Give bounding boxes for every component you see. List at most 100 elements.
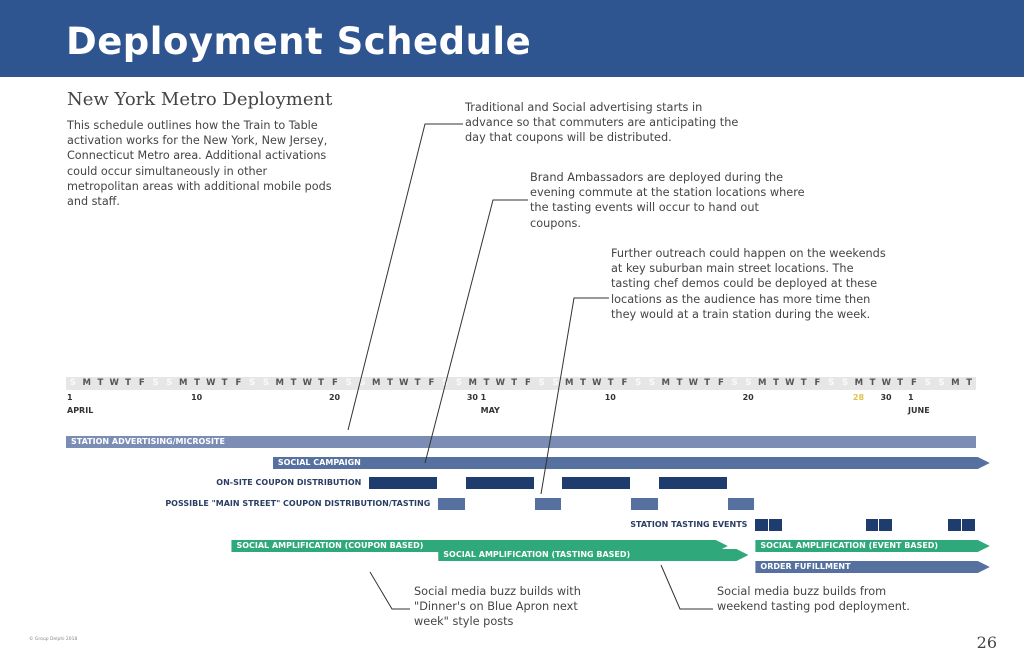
- day-number-label: 20: [328, 393, 341, 402]
- day-letter: S: [731, 378, 738, 388]
- day-letter: M: [565, 378, 574, 388]
- day-letter: W: [881, 378, 892, 388]
- day-letter: S: [538, 378, 545, 388]
- gantt-bar: SOCIAL AMPLIFICATION (EVENT BASED): [755, 540, 989, 552]
- note-advertising: Traditional and Social advertising start…: [465, 101, 739, 145]
- day-letter: T: [704, 378, 711, 388]
- day-letter: S: [841, 378, 849, 388]
- day-letter: M: [661, 378, 670, 388]
- gantt-bar: [769, 519, 782, 531]
- day-letter: S: [442, 378, 449, 388]
- day-letter: W: [206, 378, 216, 388]
- header-banner: [0, 0, 1024, 77]
- day-letter: T: [414, 378, 421, 388]
- day-number-label: 10: [604, 393, 616, 402]
- gantt-bar: [962, 519, 975, 531]
- day-number-label: 1: [480, 393, 487, 402]
- leader-line-ambassadors: [424, 199, 528, 464]
- gantt-bar: SOCIAL AMPLIFICATION (TASTING BASED): [438, 549, 748, 561]
- day-letter: S: [745, 378, 752, 388]
- day-letter: M: [82, 378, 91, 388]
- gantt-bar: [369, 477, 438, 489]
- day-letter: M: [758, 378, 767, 388]
- gantt-bar: [562, 477, 631, 489]
- gantt-bar: [465, 477, 534, 489]
- day-letter: W: [592, 378, 602, 388]
- month-label: MAY: [480, 406, 500, 415]
- day-letter: F: [428, 378, 435, 388]
- gantt-bar: [534, 498, 562, 510]
- day-letter: F: [814, 378, 821, 388]
- gantt-bar: ORDER FUFILLMENT: [755, 561, 989, 573]
- day-letter: F: [138, 378, 145, 388]
- day-letter: T: [511, 378, 517, 388]
- day-letter: T: [676, 378, 683, 388]
- day-number-label: 28: [852, 393, 865, 402]
- day-letter: T: [221, 378, 228, 388]
- day-letter: M: [468, 378, 477, 388]
- day-letter: T: [318, 378, 324, 388]
- day-number-label: 20: [742, 393, 754, 402]
- gantt-bar: [658, 477, 727, 489]
- day-letter: M: [275, 378, 284, 388]
- leader-line-buzz-coupon: [369, 571, 410, 610]
- gantt-bar: [879, 519, 893, 531]
- leader-line-buzz-weekend: [660, 564, 713, 610]
- day-letter: S: [166, 378, 173, 388]
- day-letter: S: [924, 378, 931, 388]
- day-letter: S: [359, 378, 366, 388]
- day-letter: S: [648, 378, 656, 388]
- day-letter: T: [125, 378, 131, 388]
- gantt-bar: [438, 498, 465, 510]
- page-number: 26: [976, 633, 997, 652]
- day-letter: W: [688, 378, 699, 388]
- day-letter: T: [869, 378, 876, 388]
- day-letter: T: [97, 378, 104, 388]
- day-letter: S: [69, 378, 76, 388]
- day-letter: F: [235, 378, 242, 388]
- section-subtitle: New York Metro Deployment: [67, 89, 333, 110]
- gantt-bar: [727, 498, 755, 510]
- day-letter: S: [152, 378, 159, 388]
- day-letter: F: [331, 378, 338, 388]
- gantt-bar: SOCIAL CAMPAIGN: [273, 457, 990, 469]
- day-letter: S: [249, 378, 256, 388]
- day-letter: M: [854, 378, 864, 388]
- row-label: STATION TASTING EVENTS: [630, 520, 748, 529]
- day-letter: W: [302, 378, 312, 388]
- day-letter: T: [607, 378, 614, 388]
- day-letter: F: [524, 378, 531, 388]
- day-letter: S: [552, 378, 559, 388]
- month-label: APRIL: [67, 406, 94, 415]
- day-letter: F: [718, 378, 724, 388]
- day-letter: S: [828, 378, 835, 388]
- day-letter: T: [290, 378, 297, 388]
- gantt-bar: [631, 498, 658, 510]
- day-letter: M: [951, 378, 960, 388]
- day-letter: S: [455, 378, 462, 388]
- day-letter: F: [911, 378, 917, 388]
- day-letter: W: [399, 378, 409, 388]
- day-letter: T: [483, 378, 490, 388]
- day-number-label: 1: [67, 393, 73, 402]
- gantt-bar: [865, 519, 879, 531]
- day-letter: T: [966, 378, 972, 388]
- note-outreach: Further outreach could happen on the wee…: [611, 247, 886, 321]
- note-buzz-weekend: Social media buzz builds from weekend ta…: [717, 585, 910, 614]
- day-letter: T: [580, 378, 586, 388]
- day-letter: T: [387, 378, 393, 388]
- leader-line-outreach: [540, 297, 609, 495]
- gantt-bar: STATION ADVERTISING/MICROSITE: [66, 436, 976, 448]
- day-letter: W: [109, 378, 119, 388]
- note-ambassadors: Brand Ambassadors are deployed during th…: [530, 171, 805, 230]
- day-letter: W: [495, 378, 505, 388]
- month-label: JUNE: [908, 406, 930, 415]
- row-label: POSSIBLE "MAIN STREET" COUPON DISTRIBUTI…: [165, 499, 431, 508]
- leader-line-advertising: [347, 123, 463, 431]
- day-letter: T: [897, 378, 904, 388]
- page-title: Deployment Schedule: [66, 20, 532, 63]
- day-letter: S: [635, 378, 642, 388]
- copyright: © Group Delphi 2018: [29, 637, 78, 642]
